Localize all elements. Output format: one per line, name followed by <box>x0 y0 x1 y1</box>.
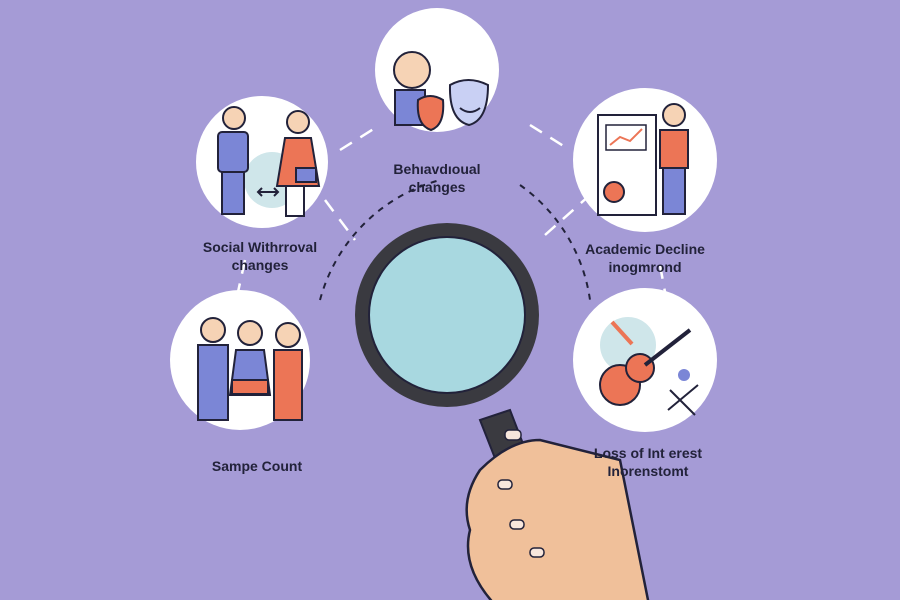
connector-lines <box>236 123 667 293</box>
label-line: Social Withrroval <box>202 239 318 255</box>
label-line: Inorenstomt <box>607 463 689 479</box>
label-line: Sampe Count <box>211 458 303 474</box>
label-line: Loss of Int erest <box>593 445 703 461</box>
guitar-icon <box>599 320 699 416</box>
node-behavioural-circle <box>375 8 499 132</box>
label-line: inogmrond <box>608 259 682 275</box>
node-social-circle <box>196 96 328 228</box>
dashed-arc <box>319 179 591 301</box>
hand-icon <box>465 438 650 600</box>
masks-icon <box>393 51 490 132</box>
label-sample: Sampe Count <box>157 457 357 475</box>
family-group-icon <box>197 317 303 421</box>
label-academic: Academic Decline inogmrond <box>545 240 745 276</box>
node-academic-circle <box>573 88 717 232</box>
label-line: Behıavdıoual <box>393 161 481 177</box>
label-behavioural: Behıavdıoual changes <box>337 160 537 196</box>
label-social: Social Withrroval changes <box>160 238 360 274</box>
label-line: changes <box>408 179 466 195</box>
label-line: Academic Decline <box>585 241 705 257</box>
node-sample-circle <box>170 290 310 430</box>
people-interaction-icon <box>217 106 321 217</box>
node-interest-circle <box>573 288 717 432</box>
label-line: changes <box>231 257 289 273</box>
magnifying-glass-icon <box>355 223 650 600</box>
report-chart-icon <box>597 103 689 216</box>
